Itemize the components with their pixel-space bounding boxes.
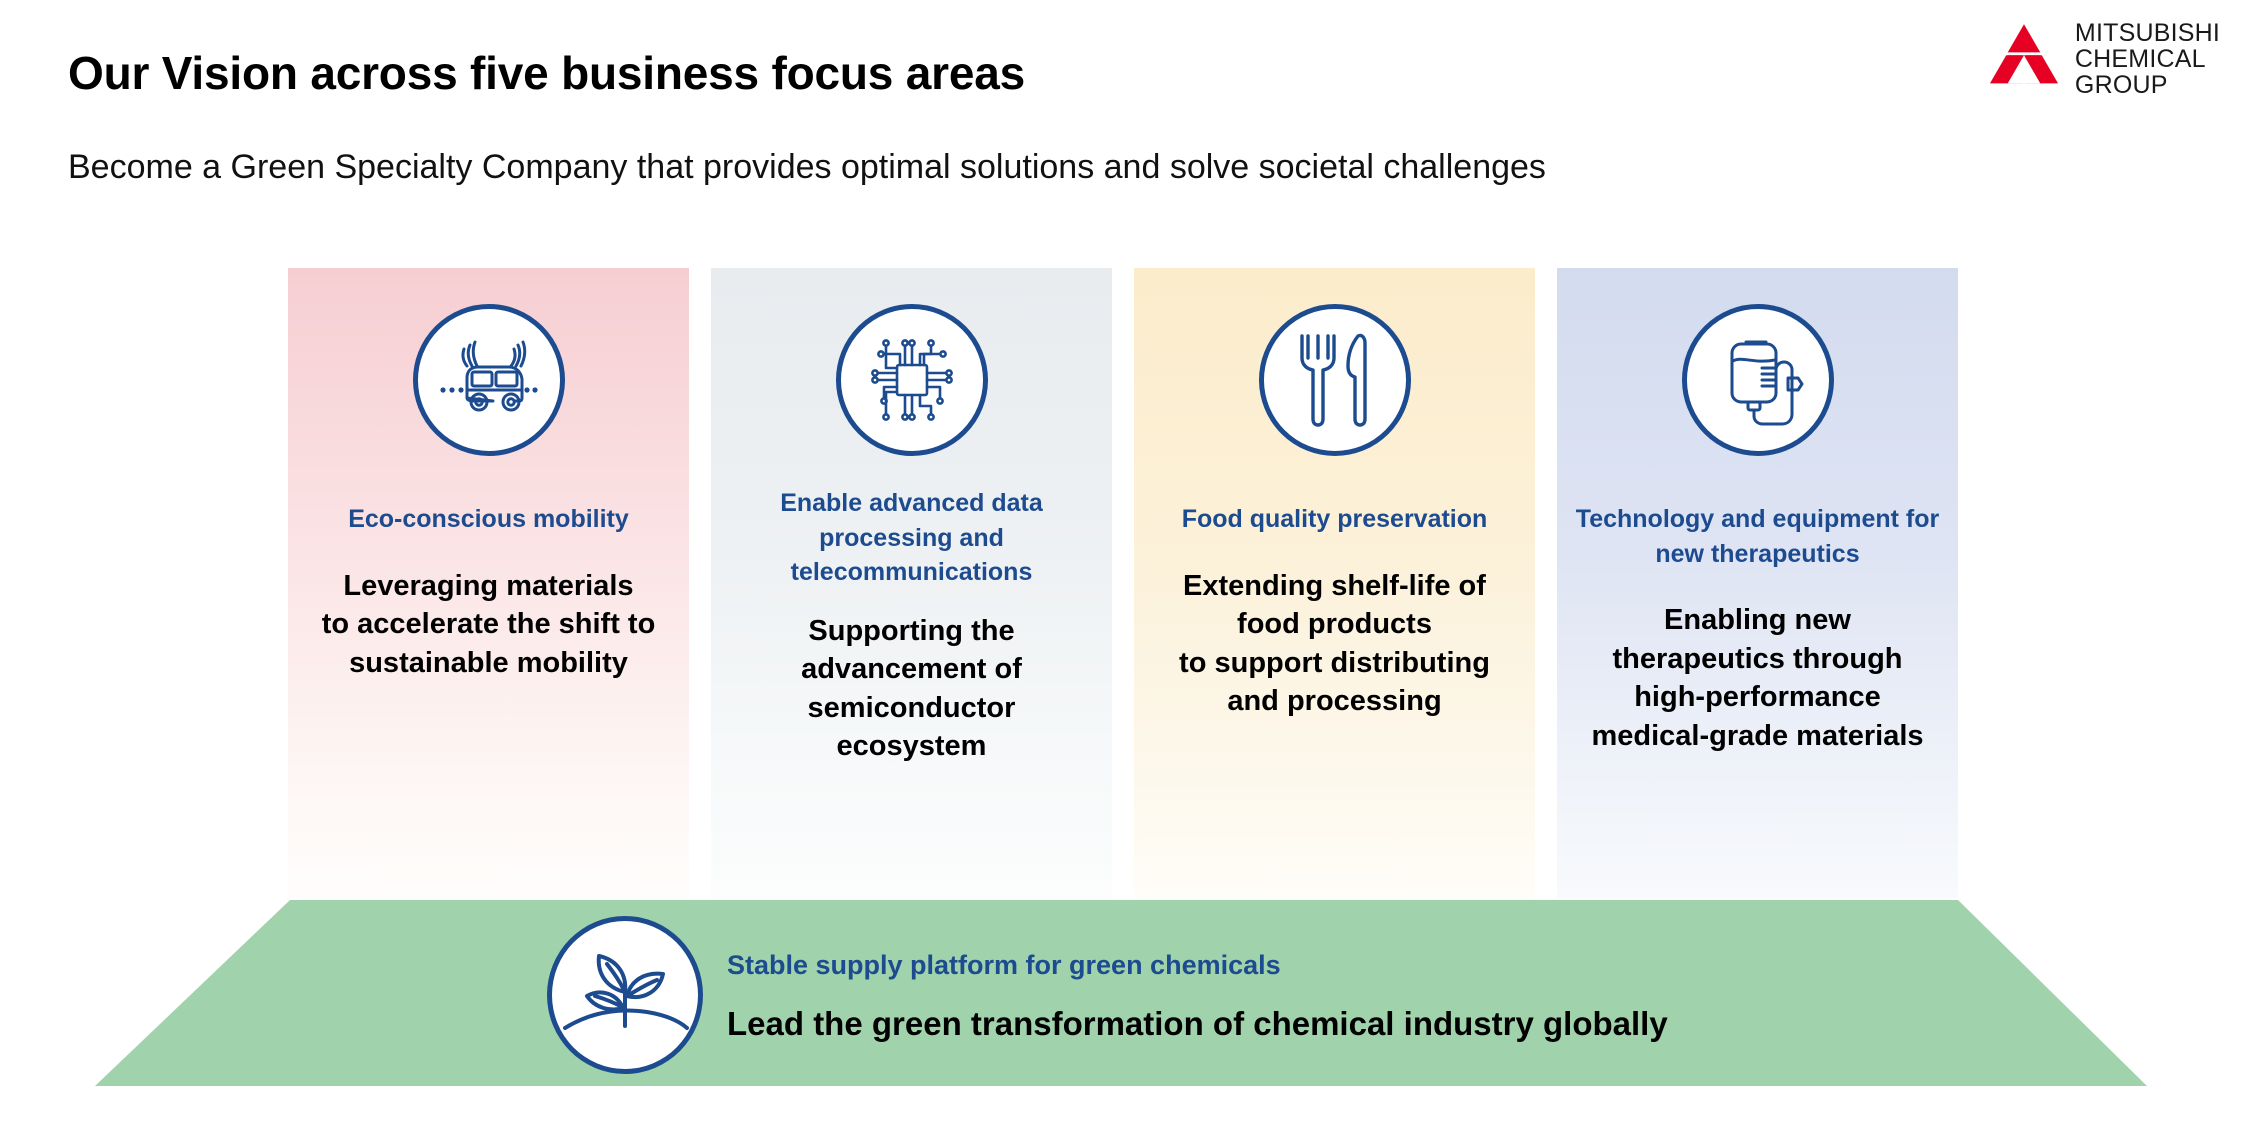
page-title: Our Vision across five business focus ar…	[68, 47, 1025, 99]
brand-wordmark: MITSUBISHI CHEMICAL GROUP	[2075, 20, 2220, 98]
focus-card-description: Extending shelf-life of food products to…	[1179, 569, 1490, 718]
seedling-plant-icon	[547, 916, 703, 1074]
platform-description: Lead the green transformation of chemica…	[727, 1005, 1668, 1042]
brand-logo: MITSUBISHI CHEMICAL GROUP	[1987, 20, 2220, 98]
microchip-icon	[835, 304, 988, 456]
brand-line-3: GROUP	[2074, 71, 2168, 99]
focus-card-description: Enabling new therapeutics through high-p…	[1591, 604, 1924, 752]
mitsubishi-three-diamonds-mark	[1989, 24, 2058, 84]
focus-card-new-therapeutics[interactable]: Technology and equipment for new therape…	[1557, 268, 1958, 898]
focus-card-semiconductor[interactable]: Enable advanced data processing and tele…	[711, 268, 1112, 898]
iv-drip-bag-icon	[1681, 304, 1834, 456]
focus-card-eco-conscious-mobility[interactable]: Eco-conscious mobility Leveraging materi…	[288, 268, 689, 898]
focus-card-title: Enable advanced data processing and tele…	[780, 489, 1043, 586]
green-platform-base	[95, 900, 2147, 1086]
focus-card-title: Food quality preservation	[1181, 505, 1488, 533]
focus-card-description: Supporting the advancement of semiconduc…	[801, 614, 1022, 763]
brand-line-1: MITSUBISHI	[2074, 19, 2220, 47]
focus-card-title: Technology and equipment for new therape…	[1575, 505, 1940, 568]
focus-card-title: Eco-conscious mobility	[348, 505, 629, 533]
platform-text-block: Stable supply platform for green chemica…	[727, 950, 1668, 1043]
focus-card-food-quality[interactable]: Food quality preservation Extending shel…	[1134, 268, 1535, 898]
page-subtitle: Become a Green Specialty Company that pr…	[68, 148, 1546, 186]
autonomous-vehicle-icon	[412, 304, 565, 456]
focus-card-description: Leveraging materials to accelerate the s…	[321, 569, 656, 679]
focus-areas-row: Eco-conscious mobility Leveraging materi…	[288, 268, 1958, 898]
fork-and-knife-icon	[1258, 304, 1411, 456]
platform-title: Stable supply platform for green chemica…	[727, 950, 1281, 980]
brand-line-2: CHEMICAL	[2074, 45, 2206, 73]
